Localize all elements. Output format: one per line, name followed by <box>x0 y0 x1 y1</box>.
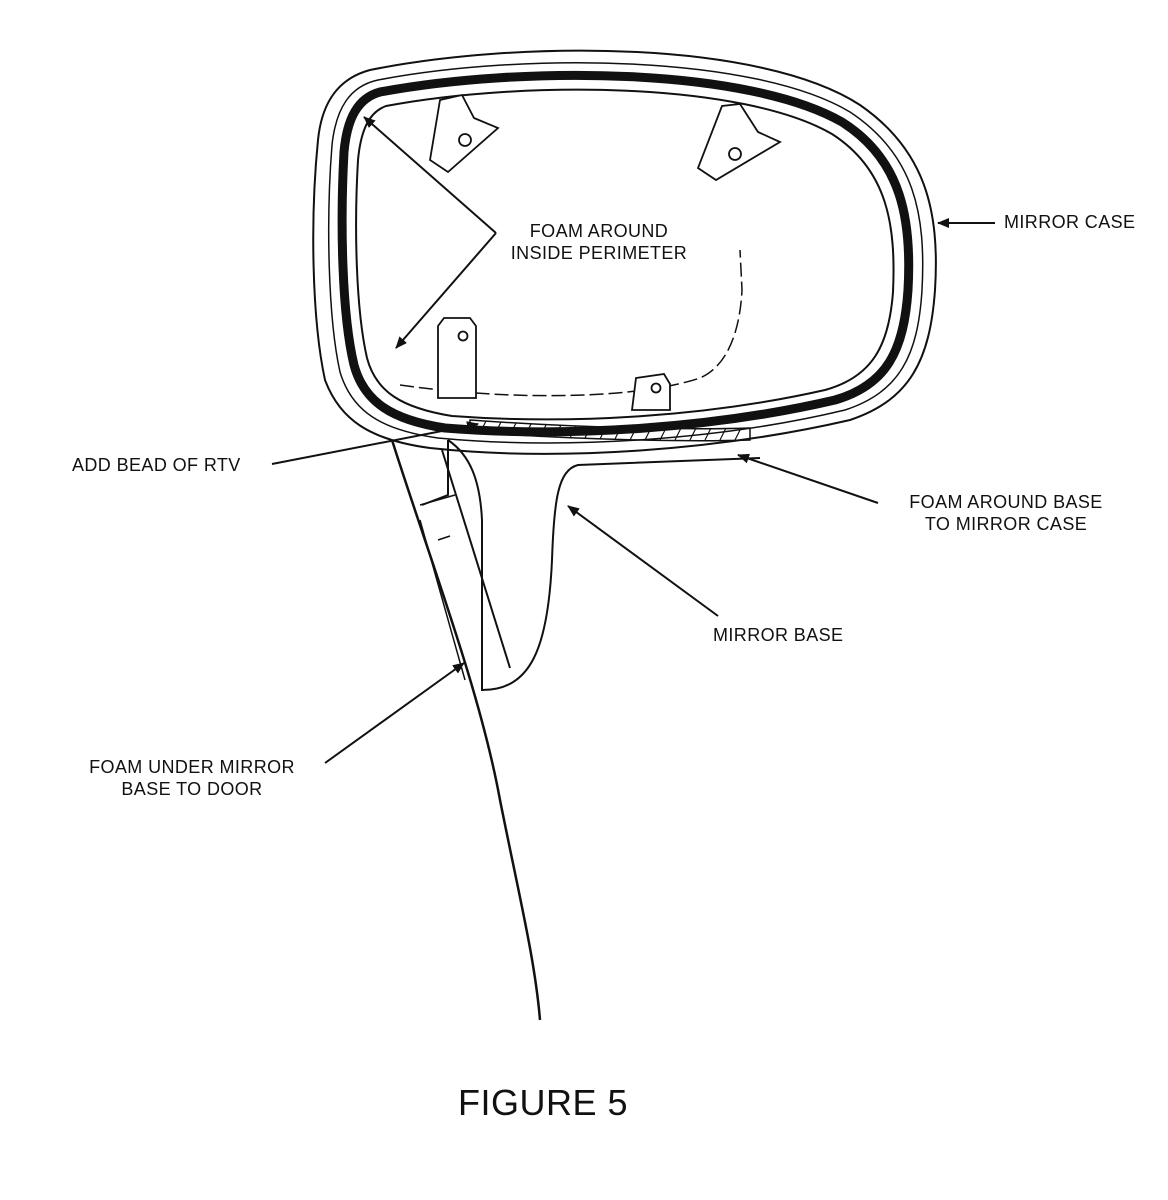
mirror-base <box>421 439 761 692</box>
arrow-foam-under <box>324 662 465 764</box>
arrow-mirror-base <box>567 505 719 617</box>
label-foam-under-line1: FOAM UNDER MIRROR <box>89 757 295 777</box>
mirror-case <box>312 49 937 455</box>
label-foam-under-line2: BASE TO DOOR <box>121 779 263 799</box>
arrow-add-bead <box>271 421 479 465</box>
label-foam-around-base: FOAM AROUND BASE TO MIRROR CASE <box>886 491 1126 535</box>
label-foam-inside-perimeter: FOAM AROUND INSIDE PERIMETER <box>494 220 704 264</box>
label-foam-inside-line1: FOAM AROUND <box>529 221 669 241</box>
arrow-foam-inside-lower <box>395 232 497 349</box>
arrow-foam-inside-upper <box>363 116 497 234</box>
arrow-foam-base-case <box>737 453 879 504</box>
label-add-bead-of-rtv: ADD BEAD OF RTV <box>72 455 241 475</box>
backing-plate <box>399 249 743 397</box>
mounting-clip-bottom-right <box>630 373 671 411</box>
figure-caption: FIGURE 5 <box>458 1082 629 1123</box>
leader-arrows <box>271 116 995 764</box>
mounting-clip-top-right <box>696 103 782 182</box>
foam-hatch <box>479 420 742 441</box>
label-foam-base-line2: TO MIRROR CASE <box>924 514 1088 534</box>
label-foam-base-line1: FOAM AROUND BASE <box>909 492 1103 512</box>
label-mirror-base: MIRROR BASE <box>713 625 844 645</box>
label-foam-under-mirror-base: FOAM UNDER MIRROR BASE TO DOOR <box>62 756 322 800</box>
mounting-clip-bottom-left <box>437 317 477 399</box>
label-mirror-case: MIRROR CASE <box>1004 212 1136 232</box>
mounting-clip-top-left <box>429 93 500 174</box>
door-edge <box>390 439 542 1021</box>
label-foam-inside-line2: INSIDE PERIMETER <box>510 243 688 263</box>
